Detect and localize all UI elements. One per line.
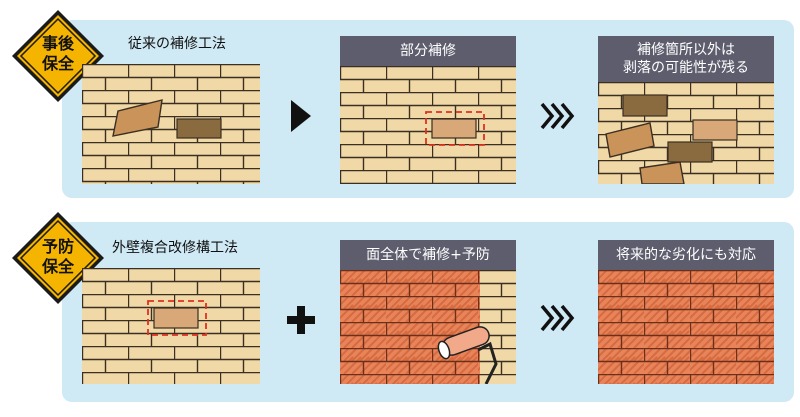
badge-preventive-line1: 予防 [41, 237, 74, 256]
wall-partial-repair [340, 66, 516, 184]
badge-preventive-line2: 保全 [41, 257, 74, 276]
badge-post-line1: 事後 [41, 34, 74, 53]
wall-damaged [82, 64, 260, 184]
missing-brick-gap [176, 118, 222, 139]
falling-brick [112, 99, 163, 137]
full-repair-prevention-header: 面全体で補修+予防 [340, 240, 516, 270]
repair-highlight-dashed [425, 111, 485, 146]
missing-brick-middle [667, 141, 713, 163]
badge-post-label: 事後 保全 [36, 34, 80, 74]
badge-preventive-label: 予防 保全 [36, 237, 80, 277]
future-proof-header-text: 将来的な劣化にも対応 [616, 247, 756, 263]
remaining-risk-line2: 剥落の可能性が残る [623, 60, 749, 76]
wall-remaining-risk [598, 82, 774, 184]
conventional-method-caption: 従来の補修工法 [128, 36, 226, 52]
falling-brick-2 [639, 161, 685, 184]
future-proof-header: 将来的な劣化にも対応 [598, 240, 774, 270]
wall-being-coated [340, 270, 516, 384]
remaining-risk-header: 補修箇所以外は 剥落の可能性が残る [598, 36, 774, 82]
triple-chevron-icon-bottom [540, 304, 575, 332]
falling-brick-1 [605, 122, 655, 158]
triple-chevron-icon [540, 102, 575, 130]
plus-icon [287, 306, 315, 334]
wall-before-composite [82, 268, 260, 384]
composite-method-caption: 外壁複合改修構工法 [112, 240, 238, 256]
damage-highlight-dashed [147, 300, 207, 336]
partial-repair-header: 部分補修 [340, 36, 516, 66]
warning-diamond-badge-preventive [12, 212, 104, 304]
paint-roller-icon [437, 326, 498, 384]
repaired-brick [431, 118, 477, 139]
warning-diamond-badge-post [12, 10, 104, 102]
remaining-risk-line1: 補修箇所以外は [637, 42, 735, 58]
wall-fully-coated [598, 270, 774, 384]
full-repair-prevention-header-text: 面全体で補修+予防 [366, 247, 490, 263]
missing-brick-top [622, 94, 668, 117]
damaged-brick [153, 307, 199, 329]
repaired-brick-old [692, 119, 738, 141]
arrow-right-icon [291, 100, 311, 132]
partial-repair-header-text: 部分補修 [400, 43, 456, 59]
badge-post-line2: 保全 [41, 54, 74, 73]
